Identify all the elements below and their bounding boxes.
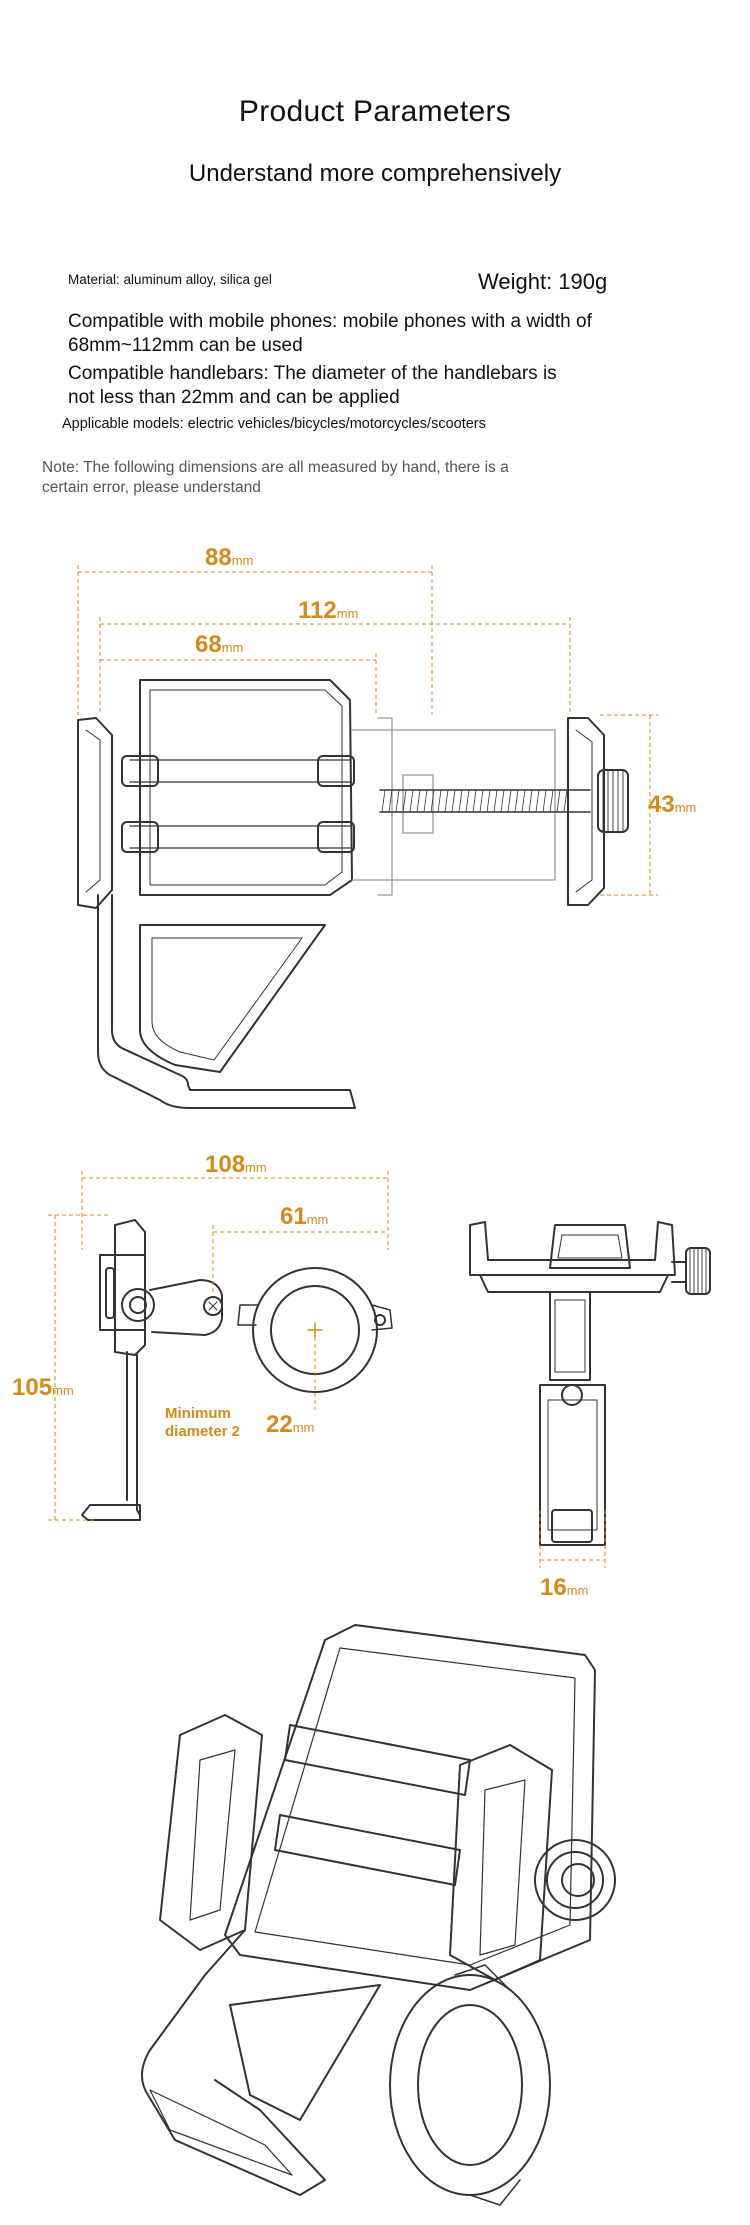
spec-models: Applicable models: electric vehicles/bic… <box>62 416 486 432</box>
page-title: Product Parameters <box>238 95 512 128</box>
spec-phones-2: 68mm~112mm can be used <box>68 335 303 356</box>
spec-weight: Weight: 190g <box>478 269 608 294</box>
back-view-drawing <box>469 1221 711 1546</box>
dim-side-length: 108mm <box>205 1151 267 1178</box>
spec-phones-1: Compatible with mobile phones: mobile ph… <box>68 311 592 332</box>
page-subtitle: Understand more comprehensively <box>188 160 562 187</box>
note-line-1: Note: The following dimensions are all m… <box>42 459 509 476</box>
perspective-view-drawing <box>141 1624 616 2206</box>
dim-side-offset: 61mm <box>280 1203 328 1230</box>
spec-material: Material: aluminum alloy, silica gel <box>68 272 272 287</box>
side-view-drawing <box>81 1219 393 1521</box>
front-view-drawing <box>77 679 629 1109</box>
dim-min-diameter-label-1: Minimum <box>165 1405 231 1422</box>
spec-handlebars-1: Compatible handlebars: The diameter of t… <box>68 363 557 384</box>
dim-side-diameter: 22mm <box>266 1411 314 1438</box>
dim-front-max-width: 112mm <box>298 597 358 624</box>
note-line-2: certain error, please understand <box>42 479 261 496</box>
dim-min-diameter-label-2: diameter 2 <box>165 1423 240 1440</box>
dim-front-outer-width: 88mm <box>205 544 253 571</box>
dim-front-height: 43mm <box>648 791 696 818</box>
measurement-note: Note: The following dimensions are all m… <box>42 458 602 498</box>
dim-back-stem-width: 16mm <box>540 1574 588 1601</box>
spec-handlebars-2: not less than 22mm and can be applied <box>68 387 400 408</box>
dim-side-height: 105mm <box>12 1374 74 1401</box>
dim-front-min-width: 68mm <box>195 631 243 658</box>
